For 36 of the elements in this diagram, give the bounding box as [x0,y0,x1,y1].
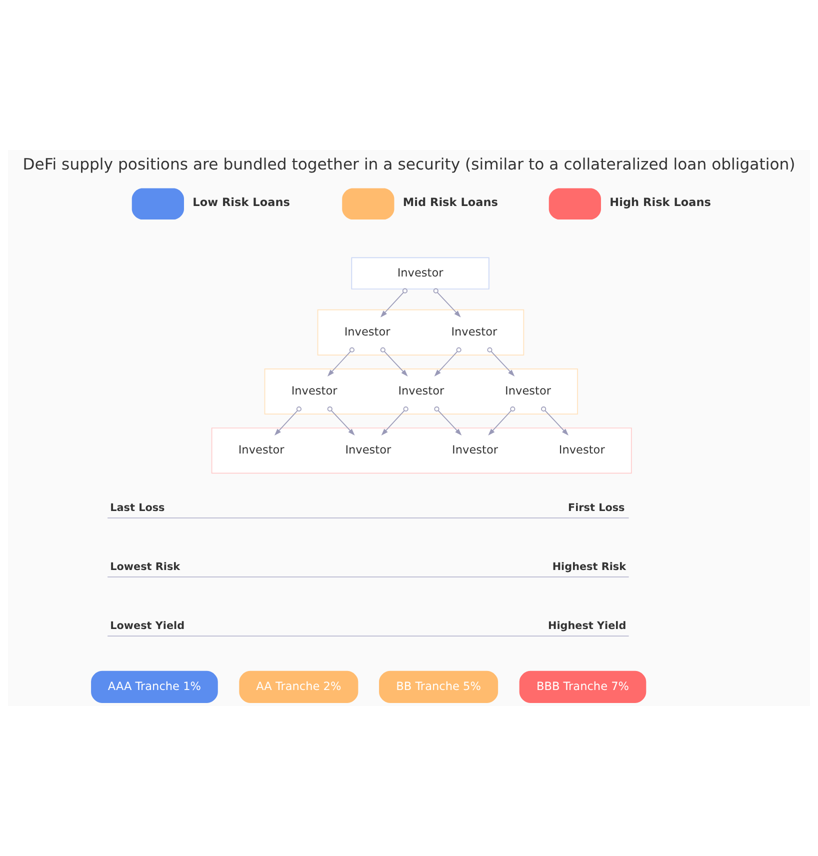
node-text: Investor [505,384,551,398]
arrow [434,406,462,436]
node-text: Investor [398,384,444,398]
arrow [488,406,516,436]
label: First Loss [568,502,625,514]
node-text: Investor [452,444,498,457]
node-box: AA Tranche 2% [239,670,358,703]
node-text: Investor [345,444,392,457]
node-box: BBB Tranche 7% [519,670,646,703]
arrow [487,347,515,376]
label: Highest Yield [548,620,626,632]
arrow [381,406,408,436]
arrow [380,288,408,318]
legend-label: High Risk Loans [610,196,712,209]
node-box: Investor [351,257,490,290]
node-text: Investor [344,325,390,338]
node-text: Investor [291,384,338,398]
arrow [380,347,408,376]
label: Highest Risk [552,561,626,574]
arrow [327,347,354,376]
arrow [274,406,302,436]
label: Lowest Risk [110,561,180,574]
node-text: Investor [238,444,284,457]
arrow [434,347,462,376]
node-box: AAA Tranche 1% [91,670,218,703]
label: Lowest Yield [110,620,185,632]
node-text: Investor [558,444,605,457]
node-text: Investor [451,325,498,338]
legend-label: Mid Risk Loans [402,196,498,209]
legend-label: Low Risk Loans [192,196,290,209]
label: Last Loss [110,502,165,514]
node-box: BB Tranche 5% [379,670,498,703]
arrow [433,288,461,318]
arrow [541,406,569,436]
arrow [327,406,355,436]
diagram-title: DeFi supply positions are bundled together in a security (similar to a collateralized loan obligation) [22,154,796,174]
